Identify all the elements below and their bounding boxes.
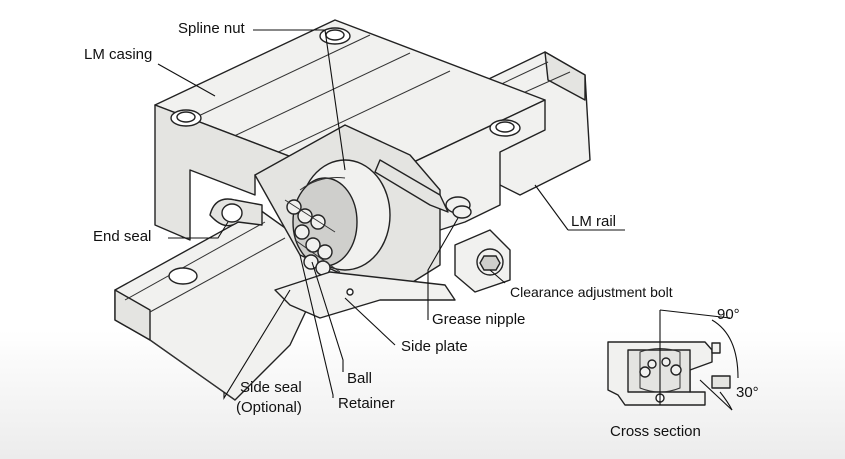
- cross-section-inset: [607, 309, 739, 411]
- side-plate-shape: [274, 271, 456, 319]
- label-side-seal: Side seal: [240, 379, 302, 396]
- label-side-plate: Side plate: [401, 338, 468, 355]
- label-clearance-adjustment-bolt: Clearance adjustment bolt: [510, 284, 673, 300]
- clearance-bolt-shape: [454, 229, 511, 293]
- label-ball: Ball: [347, 370, 373, 387]
- ball-group: [284, 199, 341, 276]
- label-angle-90: 90°: [717, 306, 740, 323]
- label-side-seal-note: (Optional): [236, 399, 302, 416]
- label-spline-nut: Spline nut: [178, 20, 245, 37]
- end-seal: [209, 198, 263, 227]
- label-end-seal: End seal: [93, 228, 152, 245]
- label-grease-nipple: Grease nipple: [432, 311, 526, 328]
- label-cross-section: Cross section: [610, 423, 701, 440]
- grease-nipple-shape: [374, 159, 472, 219]
- label-retainer: Retainer: [338, 395, 395, 412]
- label-angle-30: 30°: [736, 384, 759, 401]
- label-lm-rail: LM rail: [571, 213, 617, 230]
- leader-lines: [157, 29, 625, 400]
- label-lm-casing: LM casing: [84, 46, 153, 63]
